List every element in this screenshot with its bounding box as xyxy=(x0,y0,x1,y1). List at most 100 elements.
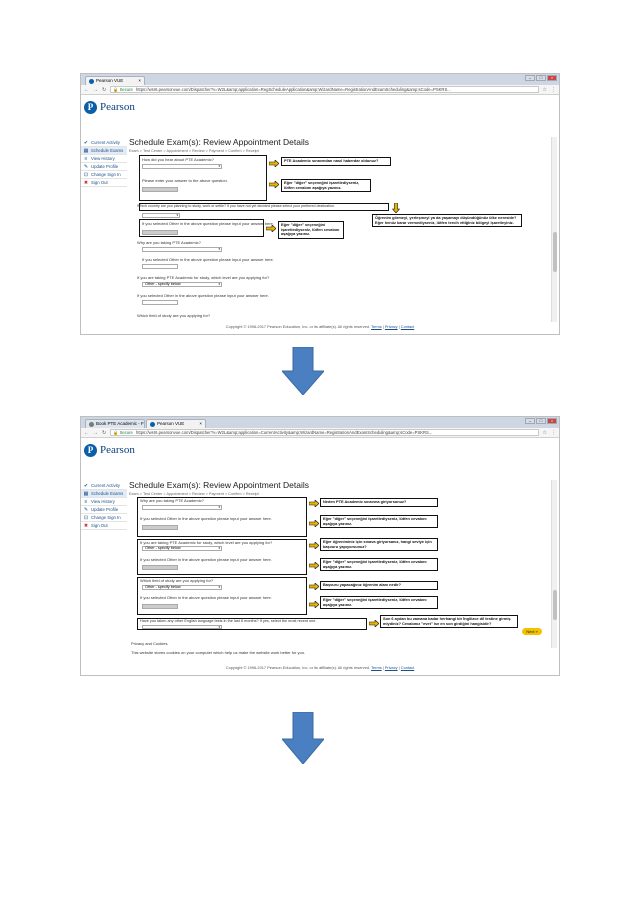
arrow-right-icon xyxy=(309,562,319,569)
sidebar-item-schedule-exams[interactable]: ▦Schedule Exams xyxy=(81,490,127,498)
footer: Copyright © 1996-2017 Pearson Education,… xyxy=(225,324,415,329)
window-controls: – □ × xyxy=(525,418,557,424)
close-tab-icon[interactable]: × xyxy=(199,421,202,426)
translation-note: Neden PTE Academic sınavına giriyorsunuz… xyxy=(320,498,438,507)
sidebar-item-current-activity[interactable]: ✔Current Activity xyxy=(81,139,127,147)
level-select[interactable]: Other - specify below xyxy=(142,282,222,287)
question-label: If you selected Other in the above quest… xyxy=(140,516,272,521)
how-heard-other-input[interactable] xyxy=(142,187,178,192)
sidebar-item-change-sign-in[interactable]: ⊡Change Sign In xyxy=(81,514,127,522)
privacy-link[interactable]: Privacy xyxy=(384,324,398,329)
translation-note: Eğer "diğer" seçeneğini işaretlediyseniz… xyxy=(320,515,438,529)
arrow-right-icon xyxy=(269,181,279,188)
sidebar-item-update-profile[interactable]: ✎Update Profile xyxy=(81,506,127,514)
browser-tab[interactable]: Pearson VUE × xyxy=(85,76,145,85)
next-button[interactable]: Next » xyxy=(522,628,542,635)
secure-badge: 🔒 Secure xyxy=(113,430,133,435)
calendar-icon: ▦ xyxy=(83,147,89,154)
down-arrow-icon xyxy=(282,347,324,395)
highlight-box xyxy=(137,577,307,615)
screenshot-1: Pearson VUE × – □ × ← → ↻ 🔒 Secure https… xyxy=(80,73,560,335)
highlight-box xyxy=(139,203,389,211)
pearson-favicon-icon xyxy=(89,78,94,84)
field-select[interactable]: Other - specify below xyxy=(142,585,222,590)
question-label: Please enter your answer to the above qu… xyxy=(142,178,228,183)
minimize-icon[interactable]: – xyxy=(525,418,535,424)
browser-tab[interactable]: Book PTE Academic - Fr × xyxy=(85,419,145,428)
sidebar-item-view-history[interactable]: ≡View History xyxy=(81,498,127,506)
forward-icon[interactable]: → xyxy=(93,429,98,436)
level-other-input[interactable] xyxy=(142,565,178,570)
forward-icon[interactable]: → xyxy=(93,86,98,93)
maximize-icon[interactable]: □ xyxy=(536,75,546,81)
close-icon: ✖ xyxy=(83,522,89,529)
reload-icon[interactable]: ↻ xyxy=(102,429,107,436)
url-input[interactable]: 🔒 Secure https://wsr6.pearsonvue.com/Dis… xyxy=(110,429,539,436)
country-select[interactable] xyxy=(142,213,180,218)
browser-tab[interactable]: Pearson VUE × xyxy=(146,419,206,428)
translation-note: Eğer "diğer" seçeneğini işaretlediyseniz… xyxy=(278,221,344,239)
sidebar-item-sign-out[interactable]: ✖Sign Out xyxy=(81,179,127,187)
pearson-logo-icon: P xyxy=(84,100,97,114)
level-other-input[interactable] xyxy=(142,300,178,305)
how-heard-select[interactable] xyxy=(142,164,222,169)
breadcrumb: Exam > Test Center > Appointment > Revie… xyxy=(129,149,259,153)
terms-link[interactable]: Terms xyxy=(371,324,382,329)
menu-icon[interactable]: ⋮ xyxy=(551,429,556,436)
sidebar-item-schedule-exams[interactable]: ▦Schedule Exams xyxy=(81,147,127,155)
terms-link[interactable]: Terms xyxy=(371,665,382,670)
contact-link[interactable]: Contact xyxy=(400,665,415,670)
pearson-logo-icon: P xyxy=(84,443,97,457)
reason-select[interactable] xyxy=(142,247,222,252)
highlight-box xyxy=(137,618,367,630)
down-arrow-icon xyxy=(282,712,324,764)
menu-icon[interactable]: ⋮ xyxy=(551,86,556,93)
main-content: Schedule Exam(s): Review Appointment Det… xyxy=(129,480,542,670)
level-select[interactable]: Other - specify below xyxy=(142,546,222,551)
reason-other-input[interactable] xyxy=(142,525,178,530)
sidebar-item-view-history[interactable]: ≡View History xyxy=(81,155,127,163)
sidebar-item-sign-out[interactable]: ✖Sign Out xyxy=(81,522,127,530)
sidebar-item-update-profile[interactable]: ✎Update Profile xyxy=(81,163,127,171)
maximize-icon[interactable]: □ xyxy=(536,418,546,424)
arrow-right-icon xyxy=(309,520,319,527)
back-icon[interactable]: ← xyxy=(84,429,89,436)
reason-other-input[interactable] xyxy=(142,264,178,269)
reload-icon[interactable]: ↻ xyxy=(102,86,107,93)
question-label: If you selected Other in the above quest… xyxy=(140,557,272,562)
english-test-select[interactable] xyxy=(142,625,222,629)
secure-badge: 🔒 Secure xyxy=(113,87,133,92)
contact-link[interactable]: Contact xyxy=(400,324,415,329)
field-other-input[interactable] xyxy=(142,604,178,609)
country-other-input[interactable] xyxy=(142,230,178,235)
scrollbar[interactable] xyxy=(551,480,557,648)
question-label: If you selected Other in the above quest… xyxy=(142,257,274,262)
pencil-icon: ✎ xyxy=(83,163,89,170)
highlight-box xyxy=(137,497,307,537)
minimize-icon[interactable]: – xyxy=(525,75,535,81)
star-icon[interactable]: ☆ xyxy=(542,86,547,93)
arrow-right-icon xyxy=(309,542,319,549)
arrow-right-icon xyxy=(309,500,319,507)
question-label: Which field of study are you applying fo… xyxy=(140,578,214,583)
close-tab-icon[interactable]: × xyxy=(138,78,141,83)
translation-note: PTE Academic sınavından nasıl haberdar o… xyxy=(281,157,391,166)
sidebar-item-change-sign-in[interactable]: ⊡Change Sign In xyxy=(81,171,127,179)
scroll-thumb[interactable] xyxy=(553,590,557,620)
close-window-icon[interactable]: × xyxy=(547,418,557,424)
screenshot-2: Book PTE Academic - Fr × Pearson VUE × –… xyxy=(80,416,560,676)
sidebar: ✔Current Activity ▦Schedule Exams ≡View … xyxy=(81,482,127,530)
scroll-thumb[interactable] xyxy=(553,232,557,272)
close-window-icon[interactable]: × xyxy=(547,75,557,81)
back-icon[interactable]: ← xyxy=(84,86,89,93)
privacy-link[interactable]: Privacy xyxy=(384,665,398,670)
url-input[interactable]: 🔒 Secure https://wsr6.pearsonvue.com/Dis… xyxy=(110,86,539,93)
scrollbar[interactable] xyxy=(551,137,557,322)
reason-select[interactable] xyxy=(142,505,222,510)
pencil-icon: ✎ xyxy=(83,506,89,513)
translation-note: Eğer öğreniminiz için sınava giriyorsanı… xyxy=(320,538,438,552)
star-icon[interactable]: ☆ xyxy=(542,429,547,436)
pearson-favicon-icon xyxy=(150,421,155,427)
sidebar-item-current-activity[interactable]: ✔Current Activity xyxy=(81,482,127,490)
